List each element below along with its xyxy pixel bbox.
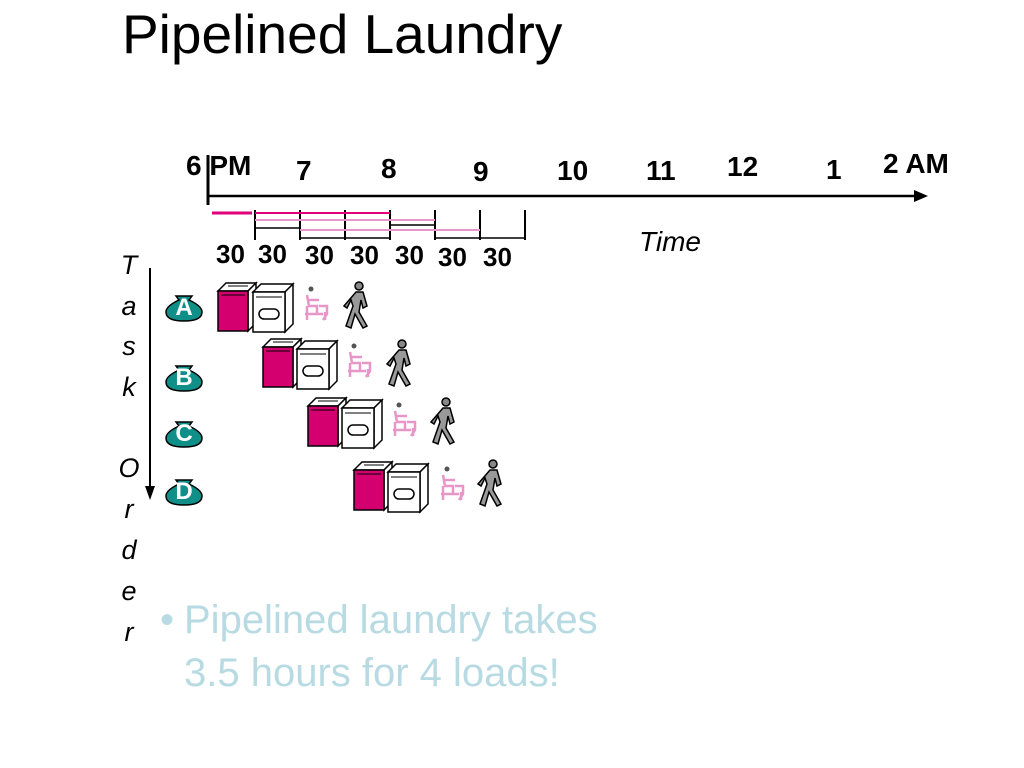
folder-person-icon bbox=[303, 285, 329, 322]
hour-label-8: 8 bbox=[381, 153, 397, 184]
duration-label: 30 bbox=[395, 240, 424, 270]
hour-label-2am: 2 AM bbox=[883, 148, 949, 179]
task-badge-a: A bbox=[164, 294, 204, 322]
laundry-bag-icon bbox=[165, 479, 203, 506]
washer-icon bbox=[262, 338, 302, 388]
hour-label-12: 12 bbox=[727, 151, 759, 182]
task-order-letter: T bbox=[120, 250, 138, 280]
walking-person-icon bbox=[477, 459, 502, 507]
task-badge-b: B bbox=[164, 364, 204, 392]
duration-label: 30 bbox=[483, 242, 512, 272]
task-label: A bbox=[175, 294, 193, 321]
duration-label: 30 bbox=[350, 240, 379, 270]
laundry-bag-icon bbox=[165, 421, 203, 448]
task-label: D bbox=[175, 478, 193, 505]
task-order-letter: a bbox=[121, 291, 137, 321]
folder-person-icon bbox=[346, 342, 372, 379]
laundry-bag-icon bbox=[165, 295, 203, 322]
hour-label-10: 10 bbox=[557, 155, 589, 186]
task-order-letter: r bbox=[124, 617, 134, 647]
task-order-letter: k bbox=[122, 372, 136, 402]
task-order-letter: s bbox=[122, 331, 136, 361]
washer-icon bbox=[217, 282, 257, 332]
hour-label-6pm: 6 PM bbox=[186, 150, 252, 181]
hour-label-11: 11 bbox=[646, 155, 676, 186]
summary-bullet: •Pipelined laundry takes 3.5 hours for 4… bbox=[160, 594, 598, 700]
washer-icon bbox=[353, 461, 393, 511]
walking-person-icon bbox=[430, 397, 455, 445]
hour-label-7: 7 bbox=[296, 155, 312, 186]
walking-person-icon bbox=[343, 281, 368, 329]
task-badge-d: D bbox=[164, 478, 204, 506]
duration-label: 30 bbox=[305, 240, 334, 270]
duration-label: 30 bbox=[216, 239, 245, 269]
task-label: C bbox=[175, 420, 193, 447]
folder-person-icon bbox=[439, 465, 465, 502]
task-label: B bbox=[175, 364, 193, 391]
laundry-bag-icon bbox=[165, 365, 203, 392]
bullet-text-line-2: 3.5 hours for 4 loads! bbox=[184, 651, 560, 695]
hour-label-1: 1 bbox=[826, 154, 842, 185]
timeline-arrowhead bbox=[914, 190, 928, 202]
task-order-letter: e bbox=[121, 576, 137, 606]
task-order-letter: d bbox=[121, 535, 137, 565]
dryer-icon bbox=[341, 399, 383, 449]
bullet-text-line-1: Pipelined laundry takes bbox=[184, 598, 598, 642]
time-axis-label: Time bbox=[639, 226, 701, 257]
walking-person-icon bbox=[386, 339, 411, 387]
duration-label: 30 bbox=[438, 242, 467, 272]
bullet-line-1: •Pipelined laundry takes bbox=[160, 594, 598, 647]
slide-title: Pipelined Laundry bbox=[122, 3, 563, 65]
duration-label: 30 bbox=[258, 239, 287, 269]
hour-label-9: 9 bbox=[473, 156, 489, 187]
dryer-icon bbox=[387, 463, 429, 513]
dryer-icon bbox=[252, 283, 294, 333]
task-order-letter: r bbox=[124, 494, 134, 524]
task-badge-c: C bbox=[164, 420, 204, 448]
folder-person-icon bbox=[391, 401, 417, 438]
bullet-marker: • bbox=[160, 598, 175, 642]
task-order-letter: O bbox=[118, 453, 140, 483]
dryer-icon bbox=[296, 340, 338, 390]
washer-icon bbox=[307, 397, 347, 447]
